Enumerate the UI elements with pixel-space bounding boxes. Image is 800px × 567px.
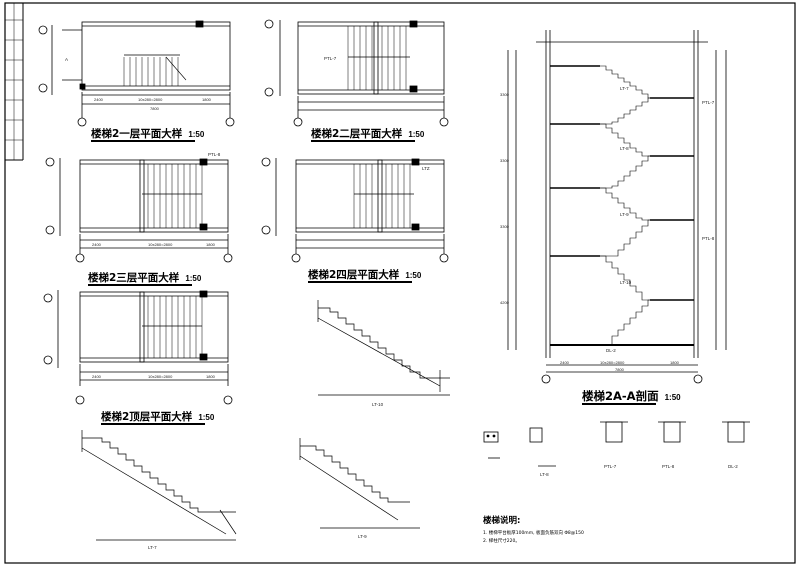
plan3-dim-c: 1800 (206, 242, 215, 247)
plan1-dim-c: 1800 (202, 97, 211, 102)
scale-floor2: 1:50 (408, 130, 425, 139)
title-floor1-underline (91, 140, 195, 142)
title-floor3-text: 楼梯2三层平面大样 (88, 272, 180, 284)
title-section: 楼梯2A-A剖面 1:50 (582, 388, 681, 404)
plan3-dim-b: 10x280=2800 (148, 242, 173, 247)
label-lt9: LT-9 (358, 534, 367, 539)
title-floor1-text: 楼梯2一层平面大样 (91, 128, 183, 140)
section-dim-3: 3300 (500, 224, 509, 229)
section-lt7: LT-7 (620, 86, 629, 91)
title-top: 楼梯2顶层平面大样 1:50 (101, 409, 214, 424)
section-bottom-c: 1800 (670, 360, 679, 365)
scale-top: 1:50 (198, 413, 215, 422)
label-dl2: DL-2 (728, 464, 738, 469)
title-floor4-underline (308, 281, 412, 283)
title-floor2-underline (311, 140, 415, 142)
scale-section: 1:50 (664, 393, 681, 402)
top-dim-b: 10x280=2800 (148, 374, 173, 379)
label-ptl8: PTL-8 (662, 464, 675, 469)
scale-floor3: 1:50 (185, 274, 202, 283)
plan-floor1 (38, 20, 235, 127)
plan1-dim-b: 10x280=2800 (138, 97, 163, 102)
section-aa (507, 30, 727, 384)
label-lt7: LT-7 (148, 545, 157, 550)
plan-floor4 (261, 157, 449, 263)
section-bottom-b: 10x280=2800 (600, 360, 625, 365)
plan-floor3 (45, 157, 233, 263)
section-bottom-a: 2400 (560, 360, 569, 365)
title-top-underline (101, 423, 205, 425)
section-dim-2: 3300 (500, 158, 509, 163)
detail-lt9 (299, 438, 420, 529)
stair-notes: 楼梯说明: 1. 楼梯平台板厚100mm, 板面负筋双向 Φ8@150 2. 梯… (483, 514, 584, 546)
plan-floor2 (264, 19, 449, 127)
title-top-text: 楼梯2顶层平面大样 (101, 411, 193, 423)
title-floor3: 楼梯2三层平面大样 1:50 (88, 270, 201, 285)
section-lt9: LT-9 (620, 212, 629, 217)
sheet-border (4, 2, 796, 564)
plan3-dim-a: 2400 (92, 242, 101, 247)
label-lt10: LT-10 (372, 402, 384, 407)
title-floor1: 楼梯2一层平面大样 1:50 (91, 126, 204, 141)
title-floor3-underline (88, 284, 192, 286)
top-dim-c: 1800 (206, 374, 215, 379)
plan1-dim-a: 2400 (94, 97, 103, 102)
label-ptl7: PTL-7 (604, 464, 617, 469)
title-floor2-text: 楼梯2二层平面大样 (311, 128, 403, 140)
section-total: 7800 (615, 367, 624, 372)
title-floor2: 楼梯2二层平面大样 1:50 (311, 126, 424, 141)
section-dim-4: 4200 (500, 300, 509, 305)
title-floor4-text: 楼梯2四层平面大样 (308, 269, 400, 281)
plan1-axis-a: A (65, 57, 69, 62)
section-lt10: LT-10 (620, 280, 632, 285)
section-dl2: DL-2 (606, 348, 616, 353)
title-floor4: 楼梯2四层平面大样 1:50 (308, 267, 421, 282)
section-lt8: LT-8 (620, 146, 629, 151)
section-ptl7: PTL-7 (702, 100, 715, 105)
section-ptl8: PTL-8 (702, 236, 715, 241)
scale-floor4: 1:50 (405, 271, 422, 280)
notes-line-1: 1. 楼梯平台板厚100mm, 板面负筋双向 Φ8@150 (483, 531, 584, 536)
title-section-text: 楼梯2A-A剖面 (582, 389, 659, 403)
notes-line-2: 2. 梯柱尺寸220。 (483, 539, 520, 544)
plan2-ptl7: PTL-7 (324, 56, 337, 61)
detail-lt10 (317, 300, 450, 396)
top-dim-a: 2400 (92, 374, 101, 379)
label-lt8: LT-8 (540, 472, 549, 477)
section-dim-1: 3300 (500, 92, 509, 97)
beam-details (483, 421, 750, 467)
notes-heading: 楼梯说明: (483, 516, 521, 526)
plan1-total: 7800 (150, 106, 159, 111)
plan-top (43, 290, 233, 405)
detail-lt7 (81, 430, 237, 541)
scale-floor1: 1:50 (188, 130, 205, 139)
title-section-underline (582, 403, 656, 405)
plan3-ptl8: PTL-8 (208, 152, 221, 157)
plan4-ltz: LTZ (422, 166, 430, 171)
